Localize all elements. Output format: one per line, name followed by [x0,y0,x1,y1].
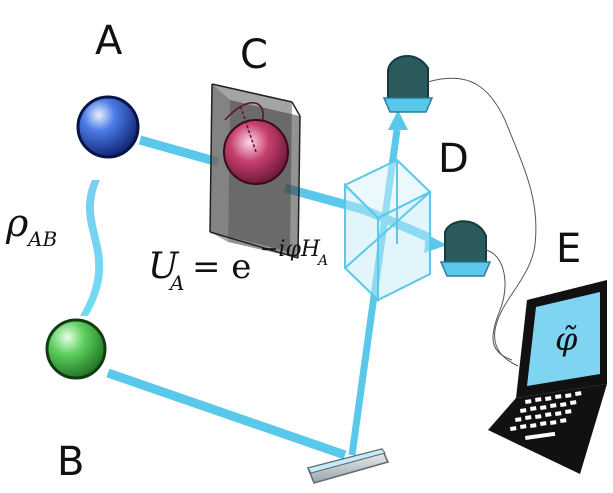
unitary-u: U [148,246,180,287]
beam-splitter [343,158,432,303]
density-matrix-label: ρ AB [5,201,57,251]
unitary-exponent: −iφH [260,237,321,262]
label-e: E [556,226,581,272]
detector-right [439,220,492,277]
qubit-b-sphere [45,318,107,380]
arrowhead-up [388,110,408,130]
mirror [306,448,390,484]
label-a: A [95,18,123,64]
unitary-box [209,83,301,259]
unitary-equals-e: = e [192,247,251,287]
detector-top [382,54,434,113]
cable-top [427,77,537,367]
laptop-keyboard-base [488,384,607,474]
laptop-keys [510,391,582,440]
label-c: C [240,32,268,78]
qubit-a-sphere [76,95,140,159]
beam-b-to-mirror [106,368,347,460]
unitary-equation: U A = e −iφH A [148,237,328,295]
beam-a-to-c [138,135,220,167]
laptop: φ̃ [488,280,607,474]
unitary-u-subscript: A [168,271,184,295]
entanglement-link [80,180,104,316]
label-b: B [57,439,84,485]
rho-subscript: AB [26,227,57,251]
label-d: D [438,136,469,182]
phase-estimate: φ̃ [555,320,578,358]
cable-right [485,249,513,361]
unitary-exponent-subscript: A [316,253,328,269]
rho-symbol: ρ [5,201,29,245]
laptop-screen [527,292,600,386]
